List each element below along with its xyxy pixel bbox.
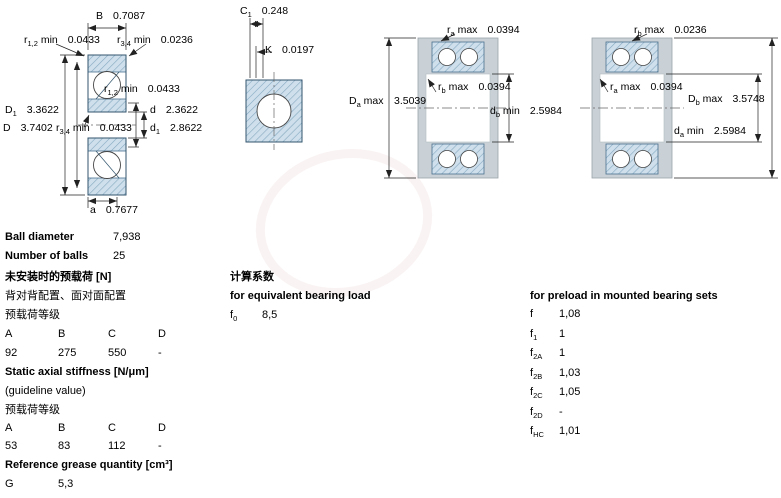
preload-header-a: A [5,328,13,340]
factor-row-f2c: f2C 1,05 [530,386,580,406]
stiffness-title: Static axial stiffness [N/μm] [5,366,149,378]
stiffness-header-d: D [158,422,166,434]
preload-value-a: 92 [5,347,18,359]
preload-header-b: B [58,328,66,340]
equiv-load-title: for equivalent bearing load [230,290,371,302]
factor-symbol: f1 [530,327,538,342]
ball-diameter-value: 7,938 [113,231,141,243]
factor-value: 1 [559,327,566,340]
bearing-side-section-drawing [245,18,303,150]
dim-Da-max: Da max [349,95,384,110]
dim-Da-max-value: 3.5039 [394,95,427,107]
factor-symbol: f2C [530,386,543,401]
preload-value-c: 550 [108,347,127,359]
stiffness-subtitle: (guideline value) [5,385,86,397]
factor-symbol: f2A [530,347,543,362]
ball-diameter-label: Ball diameter [5,231,75,243]
preload-factors-title: for preload in mounted bearing sets [530,290,718,302]
grease-title: Reference grease quantity [cm³] [5,459,173,471]
factor-row-f2a: f2A 1 [530,347,580,367]
preload-class-label: 预载荷等级 [5,309,60,321]
factor-symbol: f2D [530,405,543,420]
factor-value: 1,03 [559,366,581,379]
factor-value: 1 [559,347,566,359]
technical-drawings [55,18,778,208]
factor-row-fhc: fHC 1,01 [530,425,580,445]
housing-abutment-drawing [384,33,514,179]
preload-section-title: 未安装时的预载荷 [N] [5,271,112,283]
factor-value: 1,05 [559,386,581,398]
factor-value: 1,08 [559,308,581,320]
calc-factors-title: 计算系数 [230,271,274,283]
factor-value: 1,01 [559,425,581,437]
f0-value: 8,5 [262,309,278,321]
stiffness-value-b: 83 [58,440,71,452]
shaft-abutment-drawing [580,33,778,179]
stiffness-value-a: 53 [5,440,18,452]
preload-factor-table: f 1,08 f1 1 f2A 1 f2B 1,03 f2C 1,05 f2D - fHC 1… [530,308,580,445]
stiffness-value-c: 112 [108,440,126,452]
f0-symbol: f0 [230,309,238,324]
stiffness-header-c: C [108,422,116,434]
stiffness-class-label: 预载荷等级 [5,404,60,416]
factor-value: - [559,405,563,418]
grease-value: 5,3 [58,478,74,490]
preload-header-d: D [158,328,166,340]
number-of-balls-label: Number of balls [5,250,89,262]
bearing-cross-section-drawing [55,23,148,208]
factor-symbol: f [530,308,534,320]
factor-symbol: fHC [530,425,544,440]
factor-row-f2b: f2B 1,03 [530,367,580,387]
preload-subtitle: 背对背配置、面对面配置 [5,290,126,302]
preload-value-b: 275 [58,347,77,359]
grease-symbol: G [5,478,14,490]
factor-row-f: f 1,08 [530,308,580,328]
factor-row-f2d: f2D - [530,406,580,426]
factor-row-f1: f1 1 [530,328,580,348]
stiffness-header-a: A [5,422,13,434]
stiffness-value-d: - [158,440,162,452]
preload-value-d: - [158,347,162,359]
stiffness-header-b: B [58,422,66,434]
preload-header-c: C [108,328,116,340]
factor-symbol: f2B [530,366,543,381]
number-of-balls-value: 25 [113,250,126,262]
